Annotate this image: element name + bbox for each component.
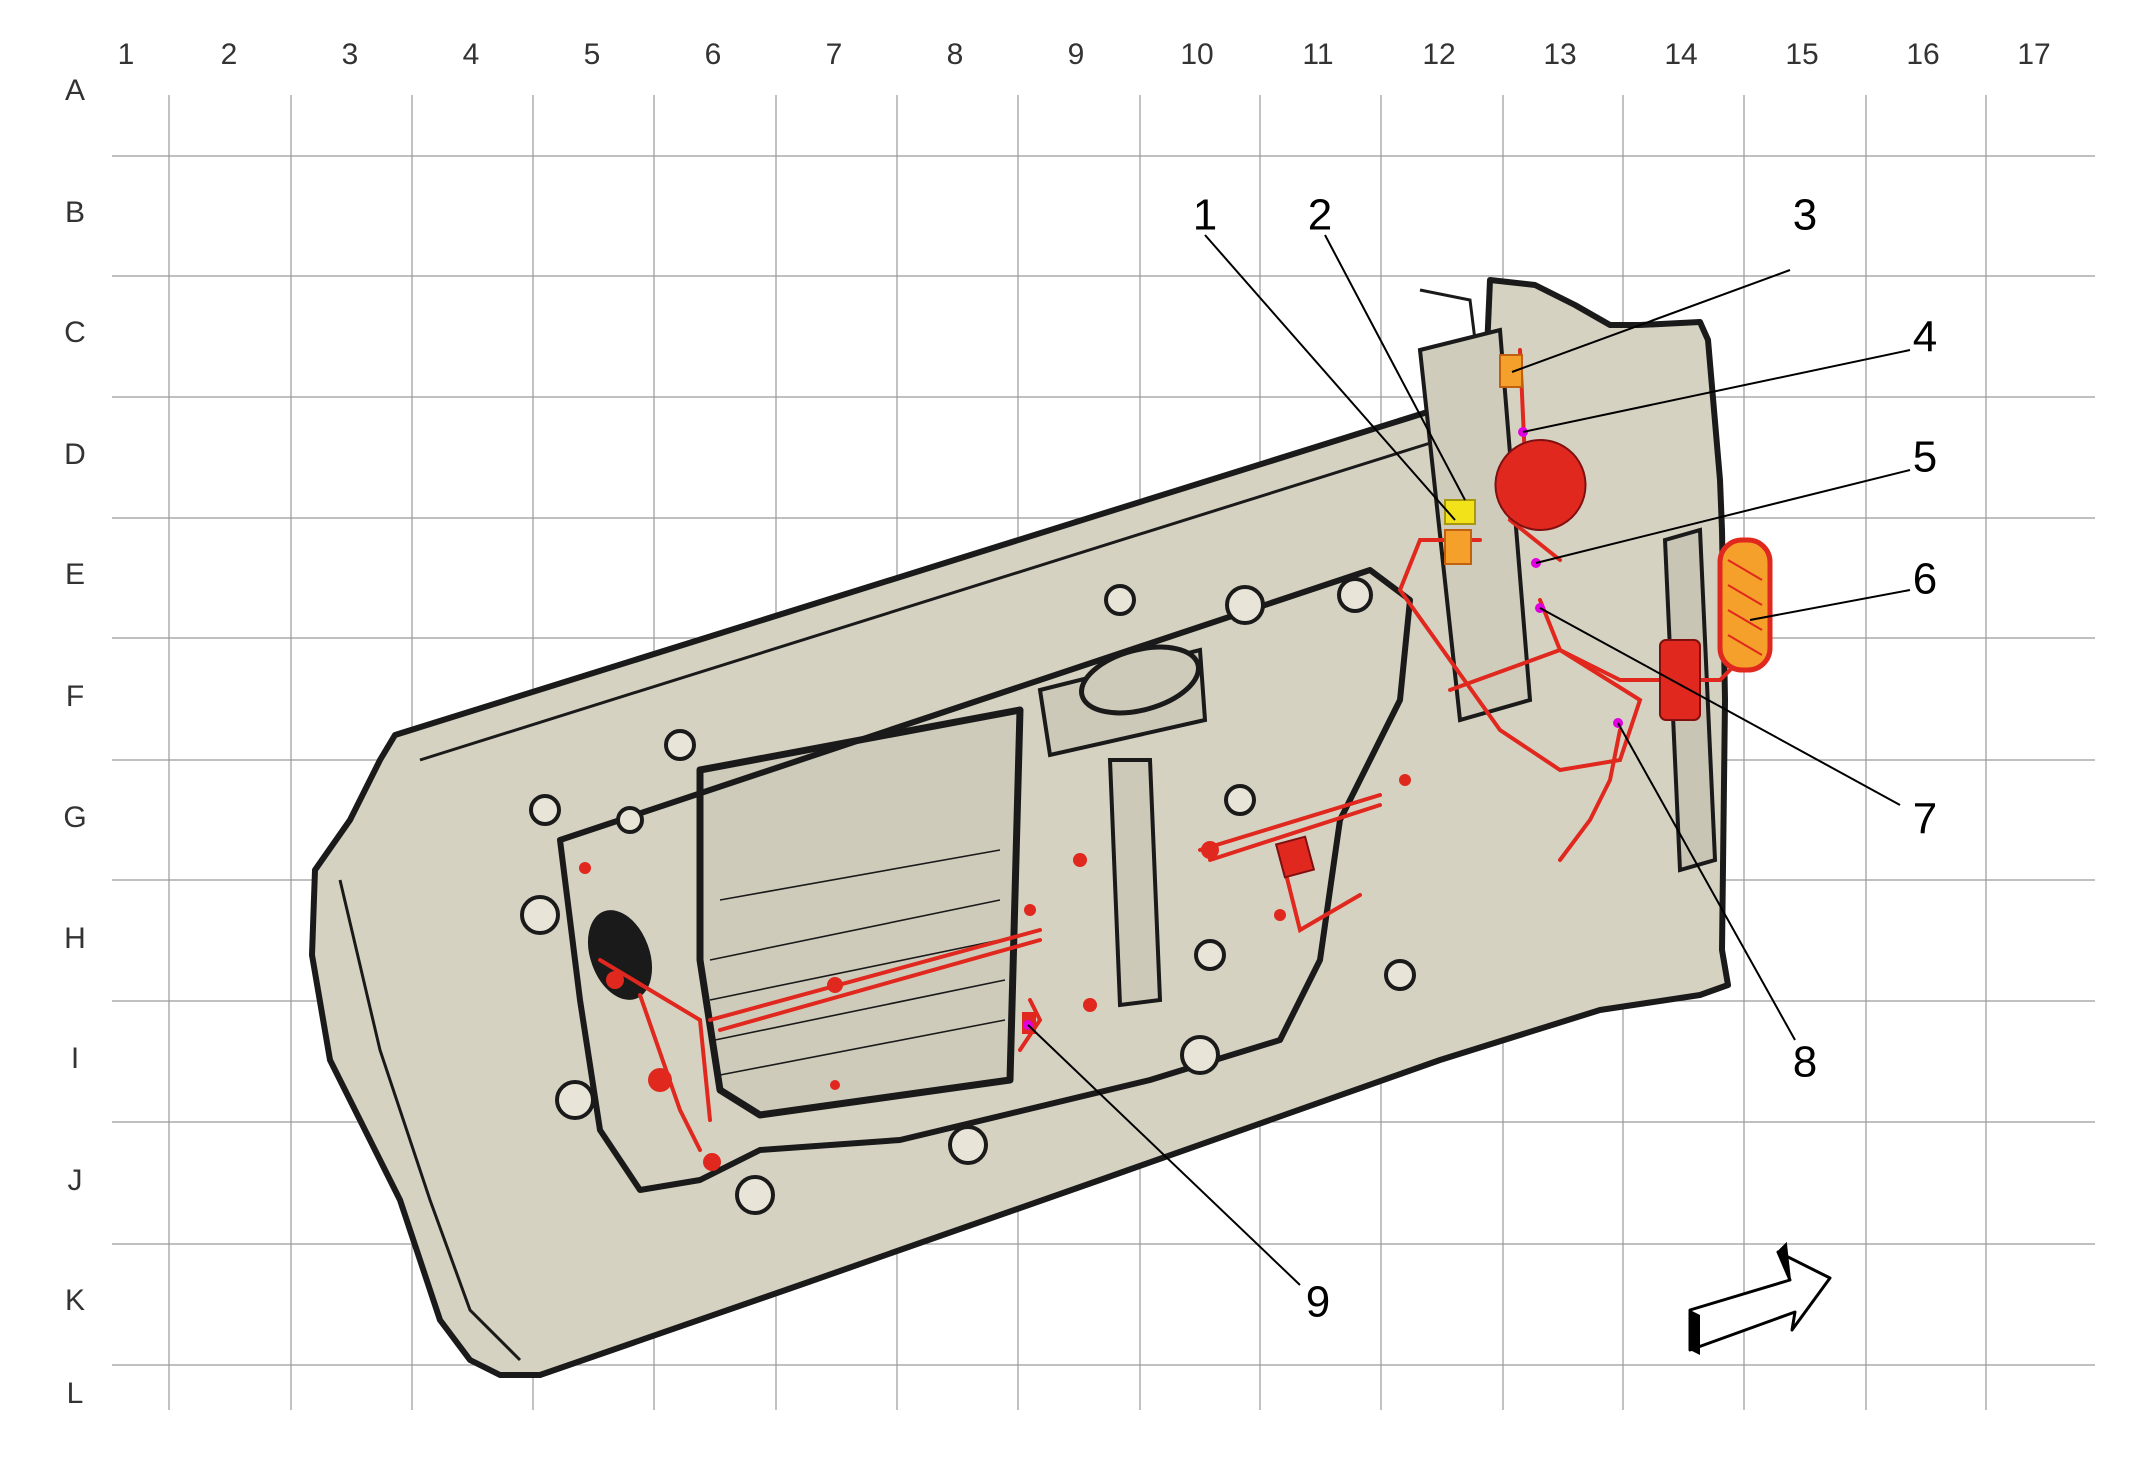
grid-column-label: 11 <box>1302 38 1333 71</box>
callout-label-2: 2 <box>1308 191 1332 240</box>
speaker-cutout <box>1079 644 1201 716</box>
grid-column-label: 2 <box>221 38 238 71</box>
grid-row-label: K <box>65 1284 85 1317</box>
grid-row-label: E <box>65 558 85 591</box>
window-glass-lines <box>709 849 1006 1076</box>
grid-column-label: 6 <box>705 38 722 71</box>
grid-row-label: F <box>66 680 84 713</box>
switch-assembly <box>1659 639 1701 721</box>
grid-column-label: 9 <box>1068 38 1085 71</box>
wiring-harness <box>598 348 1742 1152</box>
connector-orange <box>1444 529 1472 565</box>
grid-row-label: I <box>71 1042 79 1075</box>
inner-frame <box>557 567 1413 1193</box>
grid-column-label: 1 <box>118 38 135 71</box>
grid-row-label: J <box>68 1164 83 1197</box>
mount-holes <box>520 577 1416 1215</box>
grid-column-label: 17 <box>2017 38 2050 71</box>
grid-column-label: 15 <box>1785 38 1818 71</box>
grid-row-label: C <box>64 316 86 349</box>
door-panel <box>309 277 1731 1378</box>
callout-labels: 1 2 3 4 5 6 7 8 9 <box>1193 191 1937 1327</box>
grid-column-label: 4 <box>463 38 480 71</box>
callout-label-9: 9 <box>1306 1278 1330 1327</box>
grid-column-label: 8 <box>947 38 964 71</box>
door-module-connector <box>1274 835 1316 879</box>
callout-label-8: 8 <box>1793 1038 1817 1087</box>
grid-row-label: B <box>65 196 85 229</box>
grid-column-label: 16 <box>1906 38 1939 71</box>
handle-light-hatch <box>1727 559 1763 656</box>
callout-label-1: 1 <box>1193 191 1217 240</box>
window-opening <box>696 706 1024 1119</box>
grid-row-label: G <box>63 801 86 834</box>
callout-label-3: 3 <box>1793 191 1817 240</box>
grid-column-label: 7 <box>826 38 843 71</box>
connector-c13 <box>1499 354 1523 388</box>
grid-column-label: 10 <box>1180 38 1213 71</box>
grid-row-labels: A B C D E F G H I J K L <box>63 74 86 1410</box>
handle-light <box>1717 537 1773 673</box>
handle-recess <box>588 910 652 1000</box>
grid-column-label: 5 <box>584 38 601 71</box>
callout-label-7: 7 <box>1913 795 1937 844</box>
leader-lines <box>1027 234 1911 1286</box>
callout-label-4: 4 <box>1913 313 1937 362</box>
grid-column-label: 13 <box>1543 38 1576 71</box>
grid-row-label: L <box>67 1377 84 1410</box>
callout-label-6: 6 <box>1913 555 1937 604</box>
connector-yellow <box>1444 499 1476 525</box>
callout-label-5: 5 <box>1913 433 1937 482</box>
arrow-icon <box>1688 1241 1832 1355</box>
grid-row-label: A <box>65 74 85 107</box>
grid-column-label: 14 <box>1664 38 1697 71</box>
grid-column-label: 12 <box>1422 38 1455 71</box>
speaker <box>1494 439 1587 531</box>
grid-row-label: D <box>64 438 86 471</box>
grid-column-label: 3 <box>342 38 359 71</box>
harness-clips <box>579 774 1411 1171</box>
grid-row-label: H <box>64 922 86 955</box>
